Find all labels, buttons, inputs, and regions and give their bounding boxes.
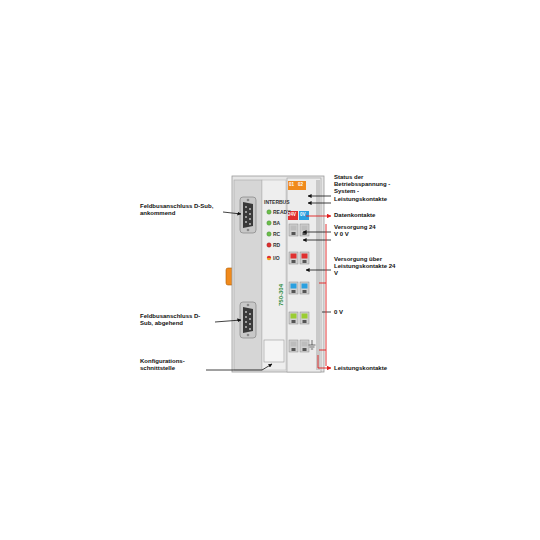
power-contact-lines <box>306 216 331 368</box>
config-port <box>264 340 284 362</box>
leader-lines <box>206 196 331 370</box>
led-name: I/O <box>273 255 280 261</box>
power-contact-rail <box>316 180 320 370</box>
callout-label: Status der Betriebsspannung -System -Lei… <box>334 174 404 203</box>
callout-label: Feldbusanschluss D-Sub, ankommend <box>140 203 220 217</box>
supply-marker <box>299 211 309 220</box>
led-panel <box>262 180 286 370</box>
status-led <box>267 243 271 247</box>
callout-label: Versorgung über Leistungskontakte 24 V <box>334 256 398 278</box>
led-number: 01 <box>289 182 294 187</box>
dsub-connector <box>240 302 256 338</box>
io-led <box>267 256 271 260</box>
callout-label: Konfigurations- schnittstelle <box>140 358 204 372</box>
led-name: RC <box>273 231 280 237</box>
status-led-block <box>288 181 306 190</box>
dsub-connector <box>240 197 256 233</box>
ground-symbol <box>309 340 316 349</box>
supply-mark: 0V <box>300 212 306 217</box>
callout-label: Leistungskontakte <box>334 365 387 372</box>
terminal-clamps <box>289 224 309 352</box>
led-number: 02 <box>298 182 303 187</box>
led-header: INTERBUS <box>264 199 290 205</box>
supply-marker <box>288 211 298 220</box>
callout-label: Versorgung 24 V 0 V <box>334 224 376 238</box>
led-name: BA <box>273 220 280 226</box>
front-panel <box>234 180 262 370</box>
part-number: 750-304 <box>278 284 285 306</box>
housing <box>232 176 324 372</box>
led-name: RD <box>273 242 280 248</box>
status-led <box>267 221 271 225</box>
status-led <box>267 210 271 214</box>
status-led <box>267 232 271 236</box>
terminal-strip <box>287 178 321 372</box>
callout-label: Feldbusanschluss D-Sub, abgehend <box>140 313 212 327</box>
callout-label: Datenkontakte <box>334 212 375 219</box>
supply-mark: 24V <box>288 212 296 217</box>
callout-label: 0 V <box>334 309 343 316</box>
led-name: READY <box>273 209 291 215</box>
